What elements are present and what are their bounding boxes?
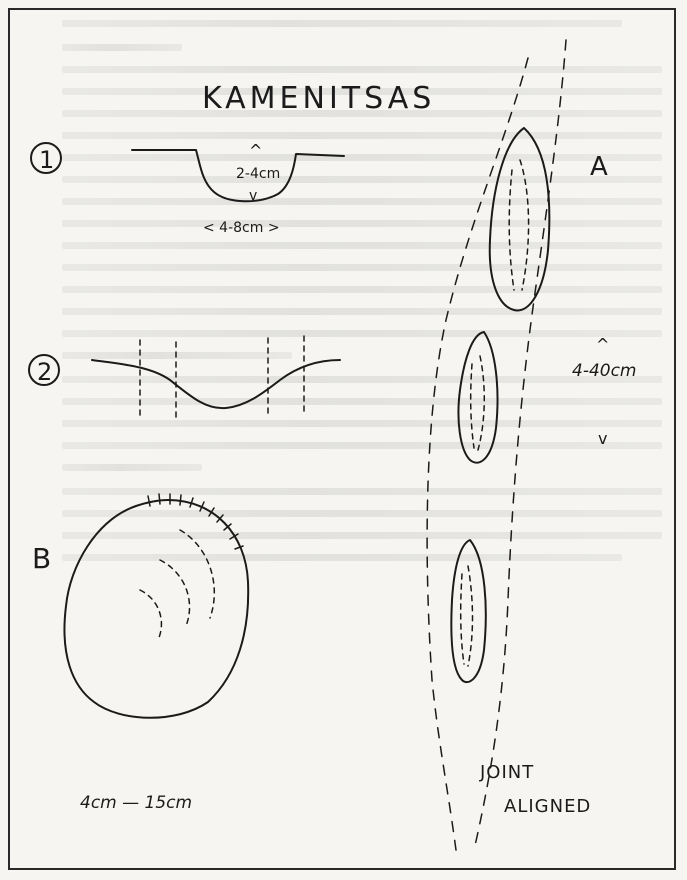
pit-middle-floor: [471, 356, 485, 450]
plan-a: A ^ 4-40cm v JOINT ALIGNED: [427, 40, 636, 850]
spacing-up-arrowhead: ^: [596, 335, 609, 354]
spacing-down-arrowhead: v: [598, 429, 607, 448]
profile-2: 2: [29, 336, 340, 418]
plan-b-outline: [64, 500, 248, 718]
plan-b-inner-curve-1: [180, 530, 214, 618]
plan-b: B 4cm — 15cm: [32, 494, 248, 813]
pit-bottom-floor: [461, 566, 473, 666]
caption-line-1: JOINT: [479, 762, 534, 783]
plan-b-inner-curve-2: [160, 560, 190, 626]
pit-top: [490, 128, 550, 310]
spacing-label: 4-40cm: [572, 361, 637, 381]
profile-2-cross-section: [92, 360, 340, 408]
marker-label-2: 2: [37, 358, 52, 386]
joint-trace-left: [427, 58, 528, 850]
down-arrowhead: v: [249, 188, 257, 204]
pit-top-floor: [509, 160, 528, 290]
pit-middle: [458, 332, 497, 463]
plan-b-rim-ticks: [148, 494, 243, 549]
marker-label-1: 1: [39, 146, 54, 174]
up-arrowhead: ^: [249, 141, 262, 160]
plan-b-inner-curve-3: [140, 590, 161, 640]
depth-label: 2-4cm: [236, 166, 280, 182]
caption-line-2: ALIGNED: [504, 796, 591, 817]
profile-1: 1 ^ 2-4cm v < 4-8cm >: [31, 141, 344, 236]
width-label: < 4-8cm >: [203, 220, 280, 236]
sketch-title: KAMENITSAS: [202, 81, 435, 116]
marker-label-a: A: [590, 152, 608, 182]
diameter-label: 4cm — 15cm: [80, 793, 192, 813]
marker-label-b: B: [32, 542, 51, 575]
